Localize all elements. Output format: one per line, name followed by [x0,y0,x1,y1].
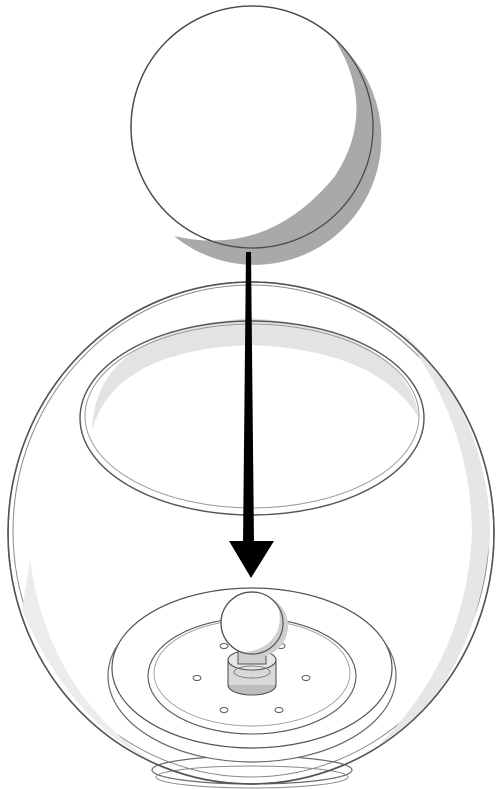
small-sphere [131,6,381,265]
